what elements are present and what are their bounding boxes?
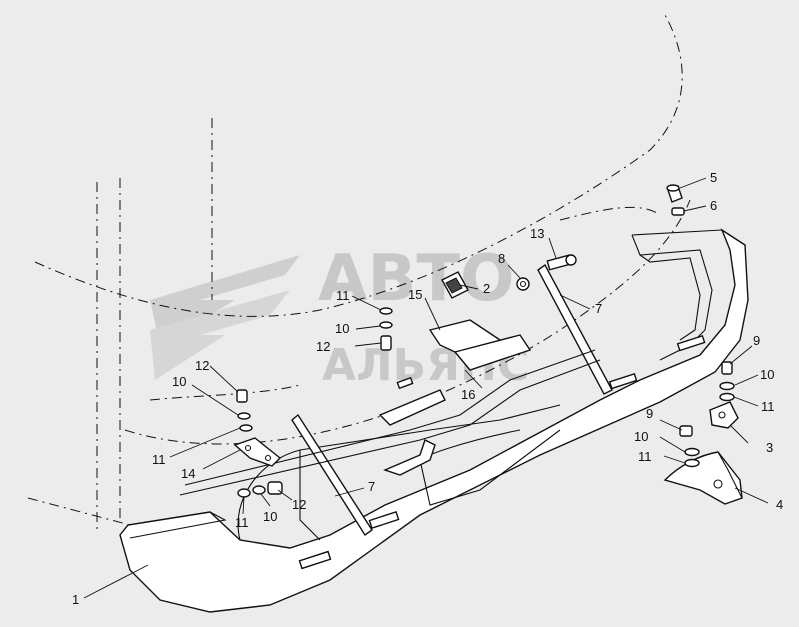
central-bracket bbox=[378, 319, 532, 476]
fasteners-right-upper bbox=[719, 361, 735, 402]
label-part-11-right-upper: 11 bbox=[761, 399, 775, 414]
label-part-14: 14 bbox=[181, 466, 195, 481]
clip-part-2 bbox=[441, 271, 469, 299]
watermark-emblem-lower bbox=[150, 290, 290, 380]
label-part-10-bottom: 10 bbox=[263, 509, 277, 524]
label-part-10-center: 10 bbox=[335, 321, 349, 336]
watermark-logo: АВТО АЛЬЯНС bbox=[150, 242, 529, 391]
label-part-5: 5 bbox=[710, 170, 717, 185]
label-part-9-upper: 9 bbox=[753, 333, 760, 348]
label-part-7-right: 7 bbox=[595, 301, 602, 316]
rod-left bbox=[291, 413, 373, 536]
label-part-11-center: 11 bbox=[336, 288, 350, 303]
label-part-9-lower: 9 bbox=[646, 406, 653, 421]
leader-lines bbox=[83, 177, 769, 599]
label-part-6: 6 bbox=[710, 198, 717, 213]
label-part-7-left: 7 bbox=[368, 479, 375, 494]
rod-right bbox=[537, 263, 613, 395]
label-part-4: 4 bbox=[776, 497, 783, 512]
cab-outline bbox=[27, 14, 691, 530]
step-panel bbox=[119, 228, 749, 613]
label-part-15: 15 bbox=[408, 287, 422, 302]
nut-part-8 bbox=[516, 277, 530, 291]
label-part-3: 3 bbox=[766, 440, 773, 455]
label-part-13: 13 bbox=[530, 226, 544, 241]
nut-part-6 bbox=[671, 207, 685, 216]
label-part-16: 16 bbox=[461, 387, 475, 402]
label-part-10-right-lower: 10 bbox=[634, 429, 648, 444]
label-part-11-right-lower: 11 bbox=[638, 449, 652, 464]
support-rods bbox=[179, 263, 613, 536]
bolt-part-13 bbox=[546, 254, 577, 271]
label-part-12-left: 12 bbox=[195, 358, 209, 373]
label-part-12-bottom: 12 bbox=[292, 497, 306, 512]
label-part-8: 8 bbox=[498, 251, 505, 266]
bracket-part-3 bbox=[709, 401, 739, 429]
cap-part-5 bbox=[666, 184, 683, 203]
fasteners-left bbox=[236, 389, 253, 432]
label-part-1: 1 bbox=[72, 592, 79, 607]
label-part-10-right-upper: 10 bbox=[760, 367, 774, 382]
step-panel-body bbox=[119, 228, 749, 613]
label-part-10-left: 10 bbox=[172, 374, 186, 389]
label-part-11-bottom: 11 bbox=[235, 515, 249, 530]
label-part-11-left: 11 bbox=[152, 452, 166, 467]
label-part-12-center: 12 bbox=[316, 339, 330, 354]
watermark-text-line1: АВТО bbox=[318, 242, 514, 316]
fasteners-right-lower bbox=[679, 425, 700, 468]
bracket-part-14 bbox=[233, 437, 282, 467]
label-part-2: 2 bbox=[483, 281, 490, 296]
fasteners-bottom-left bbox=[237, 481, 283, 498]
part-labels: 1 2 3 4 5 6 7 7 8 9 9 10 10 10 10 10 11 … bbox=[72, 170, 783, 607]
